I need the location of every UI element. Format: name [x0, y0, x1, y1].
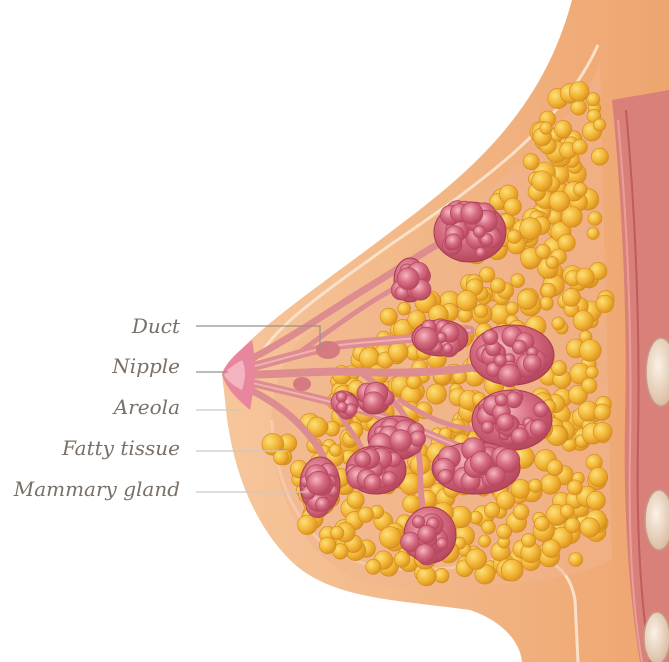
fat-globule — [501, 559, 523, 581]
fat-globule — [379, 527, 401, 549]
fat-globule — [587, 227, 599, 239]
label-areola: Areola — [112, 395, 180, 419]
fat-globule — [591, 148, 608, 165]
fat-globule — [529, 479, 542, 492]
fat-globule — [540, 122, 552, 134]
fat-globule — [358, 507, 374, 523]
fat-globule — [582, 378, 597, 393]
fat-globule — [542, 539, 560, 557]
fat-globule — [329, 444, 341, 456]
fat-globule — [547, 460, 563, 476]
fat-globule — [541, 474, 561, 494]
fat-globule — [574, 183, 588, 197]
fat-globule — [569, 82, 589, 102]
fat-globule — [593, 422, 612, 441]
gland-lobe — [346, 446, 406, 494]
fat-globule — [588, 212, 602, 226]
fat-globule — [504, 198, 521, 215]
labels: Duct Nipple Areola Fatty tissue Mammary … — [13, 314, 181, 501]
fat-globule — [474, 304, 488, 318]
fat-globule — [546, 256, 558, 268]
fat-globule — [388, 342, 408, 362]
fat-globule — [507, 230, 521, 244]
fat-globule — [536, 244, 551, 259]
fat-globule — [552, 317, 565, 330]
fat-globule — [572, 139, 587, 154]
label-duct: Duct — [131, 314, 181, 338]
fat-globule — [568, 480, 583, 495]
fat-globule — [398, 302, 411, 315]
fat-globule — [549, 191, 569, 211]
fat-globule — [513, 504, 529, 520]
label-fatty-tissue: Fatty tissue — [61, 436, 180, 460]
fat-globule — [594, 404, 611, 421]
fat-globule — [517, 290, 537, 310]
fat-globule — [479, 535, 491, 547]
fat-globule — [565, 518, 580, 533]
fat-globule — [426, 384, 446, 404]
fat-globule — [466, 549, 487, 570]
fat-globule — [562, 288, 580, 306]
fat-globule — [576, 268, 594, 286]
fat-globule — [579, 340, 601, 362]
fat-globule — [560, 504, 574, 518]
fat-globule — [511, 274, 525, 288]
fat-globule — [417, 567, 436, 586]
fat-globule — [596, 295, 614, 313]
fat-globule — [347, 491, 364, 508]
fat-globule — [484, 502, 499, 517]
label-mammary-gland: Mammary gland — [13, 477, 180, 501]
fat-globule — [586, 366, 598, 378]
fat-globule — [497, 524, 512, 539]
fat-globule — [532, 171, 553, 192]
fat-globule — [580, 518, 599, 537]
fat-globule — [506, 302, 519, 315]
fat-globule — [366, 559, 381, 574]
fat-globule — [491, 278, 506, 293]
fat-globule — [331, 526, 344, 539]
fat-globule — [541, 283, 556, 298]
fat-globule — [380, 308, 397, 325]
fat-globule — [589, 468, 608, 487]
fat-globule — [457, 290, 478, 311]
fat-globule — [569, 553, 583, 567]
fat-globule — [319, 537, 336, 554]
fat-globule — [434, 568, 449, 583]
fat-globule — [298, 515, 318, 535]
fat-globule — [394, 552, 410, 568]
fat-globule — [535, 516, 550, 531]
fat-globule — [587, 491, 606, 510]
fat-globule — [594, 119, 606, 131]
fat-globule — [573, 311, 593, 331]
fat-globule — [274, 450, 289, 465]
fat-globule — [407, 375, 422, 390]
fat-globule — [552, 361, 567, 376]
fat-globule — [522, 533, 536, 547]
fat-globule — [540, 297, 554, 311]
fat-globule — [523, 154, 539, 170]
gland-lobe — [472, 390, 552, 450]
fat-globule — [520, 218, 542, 240]
fat-globule — [482, 520, 496, 534]
label-nipple: Nipple — [111, 354, 180, 378]
fat-globule — [554, 120, 571, 137]
